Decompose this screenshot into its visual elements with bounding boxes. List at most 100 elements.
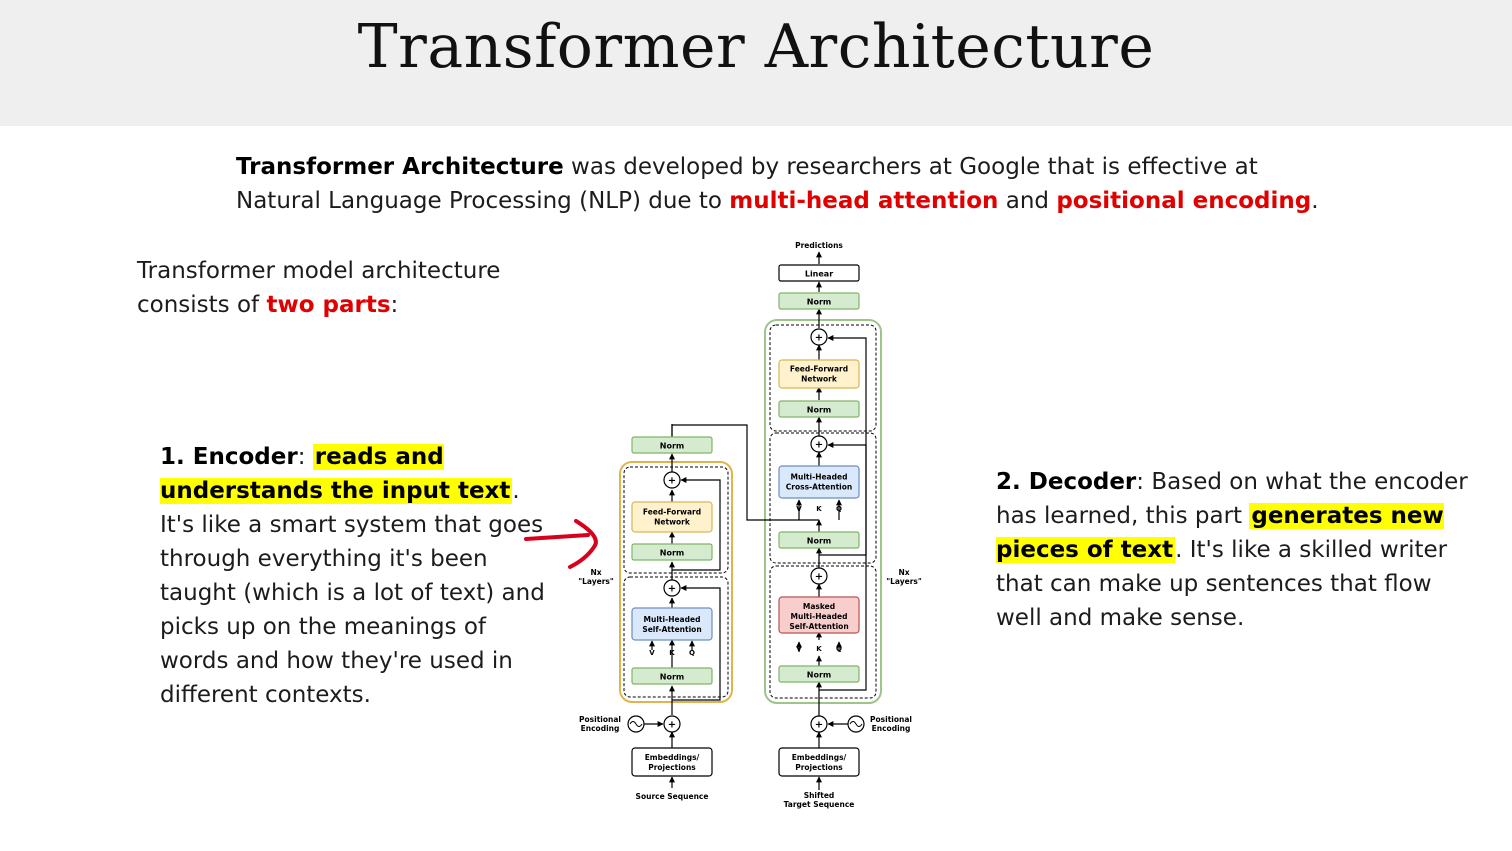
intro-text-3: .	[1311, 188, 1319, 214]
enc-norm-top-label: Norm	[660, 442, 684, 451]
dec-norm-bottom-label: Norm	[807, 671, 831, 680]
enc-ff-line2: Network	[654, 518, 691, 527]
decoder-outer-block	[764, 319, 882, 704]
dec-norm-cross: Norm	[778, 531, 860, 549]
intro-bold: Transformer Architecture	[236, 154, 564, 180]
enc-self-attn: Multi-Headed Self-Attention	[631, 607, 713, 641]
enc-plus-icon	[663, 579, 681, 597]
slide-title: Transformer Architecture	[357, 12, 1155, 82]
encoder-rest: . It's like a smart system that goes thr…	[160, 478, 545, 708]
enc-self-line1: Multi-Headed	[644, 615, 701, 624]
decoder-ff-sublayer	[769, 324, 877, 432]
dec-pos-line1: Positional	[870, 715, 912, 724]
parts-paragraph: Transformer model architecture consists …	[137, 254, 557, 322]
shifted-line2: Target Sequence	[784, 800, 855, 809]
enc-emb-line1: Embeddings/	[645, 753, 700, 762]
decoder-self-sublayer	[769, 565, 877, 699]
enc-nx-label: Nx	[590, 568, 601, 577]
enc-self-q: Q	[689, 649, 695, 657]
dec-masked-line2: Multi-Headed	[791, 612, 848, 621]
dec-norm-top-label: Norm	[807, 298, 831, 307]
dec-masked-line3: Self-Attention	[789, 622, 848, 631]
enc-sine-icon	[629, 721, 643, 727]
enc-norm-top: Norm	[631, 436, 713, 454]
encoder-ff-sublayer	[623, 466, 729, 574]
enc-plus-sign: +	[668, 584, 676, 595]
dec-ff-line1: Feed-Forward	[790, 365, 848, 374]
intro-text-2: and	[998, 188, 1057, 214]
dec-embeddings: Embeddings/ Projections	[778, 747, 860, 777]
enc-norm-bottom-label: Norm	[660, 673, 684, 682]
dec-masked-line1: Masked	[803, 602, 835, 611]
transformer-diagram: Linear Norm Feed-Forward Network Norm Mu…	[578, 241, 922, 809]
red-arrow-icon	[524, 519, 598, 569]
enc-self-k: K	[669, 649, 675, 657]
enc-norm-bottom: Norm	[631, 667, 713, 685]
dec-plus-icon	[810, 567, 828, 585]
dec-nx-label: Nx	[898, 568, 909, 577]
dec-cross-k: K	[816, 505, 822, 513]
enc-layers-label: "Layers"	[578, 577, 614, 586]
dec-ff-line2: Network	[801, 375, 838, 384]
dec-cross-q: Q	[836, 505, 842, 513]
dec-masked-attn: Masked Multi-Headed Self-Attention	[778, 596, 860, 634]
enc-norm-ff-label: Norm	[660, 549, 684, 558]
dec-plus-sign: +	[815, 720, 823, 731]
dec-norm-ff: Norm	[778, 400, 860, 418]
decoder-paragraph: 2. Decoder: Based on what the encoder ha…	[996, 465, 1476, 635]
dec-linear-label: Linear	[805, 270, 833, 279]
dec-pos-line2: Encoding	[872, 724, 911, 733]
parts-text-1: Transformer model architecture consists …	[137, 258, 501, 318]
dec-sine-icon	[849, 721, 863, 727]
decoder-label: 2. Decoder	[996, 469, 1137, 495]
enc-emb-line2: Projections	[648, 763, 696, 772]
dec-norm-top: Norm	[778, 292, 860, 310]
enc-plus-sign: +	[668, 720, 676, 731]
dec-plus-icon	[810, 715, 828, 733]
source-sequence-label: Source Sequence	[636, 792, 709, 801]
dec-cross-attn: Multi-Headed Cross-Attention	[778, 465, 860, 499]
dec-plus-sign: +	[815, 572, 823, 583]
encoder-colon: :	[297, 444, 313, 470]
dec-plus-icon	[810, 435, 828, 453]
enc-ff-line1: Feed-Forward	[643, 508, 701, 517]
dec-emb-line1: Embeddings/	[792, 753, 847, 762]
encoder-outer-block	[619, 461, 733, 703]
enc-ff: Feed-Forward Network	[631, 501, 713, 533]
dec-cross-line2: Cross-Attention	[786, 483, 852, 492]
enc-plus-icon	[663, 471, 681, 489]
enc-norm-ff: Norm	[631, 543, 713, 561]
predictions-label: Predictions	[795, 241, 843, 250]
title-bar	[0, 0, 1512, 126]
connector-lines	[644, 251, 867, 790]
intro-text-1: was developed by researchers at Google t…	[236, 154, 1258, 214]
dec-emb-line2: Projections	[795, 763, 843, 772]
dec-cross-line1: Multi-Headed	[791, 473, 848, 482]
dec-self-q: Q	[836, 645, 842, 653]
intro-red-2: positional encoding	[1056, 188, 1312, 214]
decoder-rest: . It's like a skilled writer that can ma…	[996, 537, 1448, 631]
encoder-attn-sublayer	[623, 576, 729, 698]
decoder-text-1: : Based on what the encoder has learned,…	[996, 469, 1468, 529]
enc-pos-line2: Encoding	[581, 724, 620, 733]
dec-norm-ff-label: Norm	[807, 406, 831, 415]
enc-pos-line1: Positional	[579, 715, 621, 724]
dec-linear: Linear	[778, 264, 860, 282]
enc-plus-icon	[663, 715, 681, 733]
dec-plus-sign: +	[815, 440, 823, 451]
dec-self-k: K	[816, 645, 822, 653]
encoder-label: 1. Encoder	[160, 444, 298, 470]
enc-self-line2: Self-Attention	[642, 625, 701, 634]
dec-plus-icon	[810, 328, 828, 346]
dec-ff: Feed-Forward Network	[778, 359, 860, 389]
dec-cross-v: V	[796, 505, 802, 513]
intro-paragraph: Transformer Architecture was developed b…	[236, 150, 1336, 218]
intro-red-1: multi-head attention	[729, 188, 999, 214]
dec-self-v: V	[796, 645, 802, 653]
encoder-paragraph: 1. Encoder: reads and understands the in…	[160, 440, 555, 712]
shifted-line1: Shifted	[804, 791, 835, 800]
decoder-cross-sublayer	[769, 432, 877, 564]
enc-embeddings: Embeddings/ Projections	[631, 747, 713, 777]
dec-norm-cross-label: Norm	[807, 537, 831, 546]
dec-plus-sign: +	[815, 333, 823, 344]
